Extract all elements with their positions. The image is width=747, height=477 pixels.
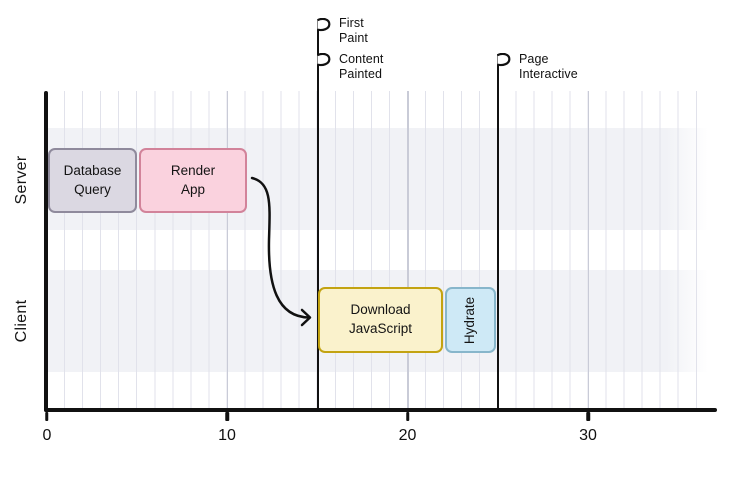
milestone-line-page-interactive (496, 54, 499, 412)
x-tick-20 (405, 412, 410, 421)
x-tick-0 (44, 412, 49, 421)
lane-label-client: Client (13, 299, 30, 343)
x-tick-label-20: 20 (398, 427, 417, 444)
x-tick-10 (225, 412, 229, 421)
arrow-render-to-download (245, 170, 325, 332)
task-label: Database Query (63, 162, 122, 197)
task-database-query[interactable]: Database Query (48, 148, 137, 213)
flag-icon (496, 53, 513, 69)
major-gridline-10 (226, 91, 228, 408)
major-gridline-30 (587, 91, 589, 408)
x-tick-label-10: 10 (218, 427, 236, 444)
x-tick-label-0: 0 (42, 427, 52, 444)
lane-label-server: Server (13, 155, 30, 205)
task-label: Download JavaScript (348, 302, 413, 336)
milestone-label-content-painted: Content Painted (339, 52, 384, 81)
milestone-line-first-paint (316, 20, 319, 412)
task-render-app[interactable]: Render App (139, 148, 247, 213)
flag-icon (316, 53, 333, 69)
x-tick-label-30: 30 (579, 427, 597, 444)
task-download-javascript[interactable]: Download JavaScript (318, 287, 443, 353)
x-tick-30 (586, 412, 590, 421)
y-axis-line (44, 91, 48, 412)
task-label: Render App (170, 162, 216, 197)
minor-gridlines (46, 91, 698, 408)
task-label: Hydrate (462, 296, 478, 344)
milestone-label-first-paint: First Paint (339, 16, 368, 45)
milestone-label-page-interactive: Page Interactive (519, 52, 578, 81)
flag-icon (316, 18, 333, 34)
task-hydrate[interactable]: Hydrate (445, 287, 496, 353)
x-axis-line (44, 408, 717, 412)
major-gridline-20 (407, 91, 409, 408)
